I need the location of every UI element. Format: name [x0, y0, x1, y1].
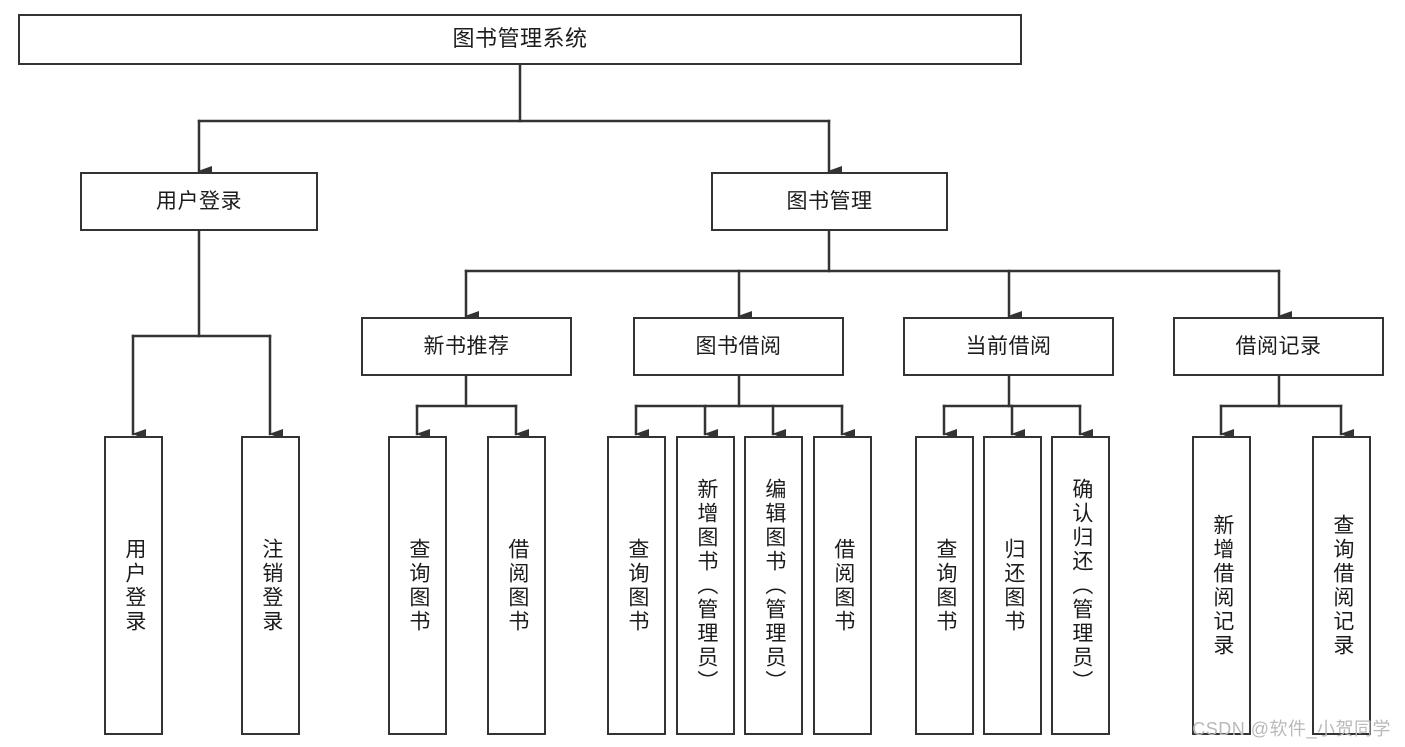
- leaf-records-query[interactable]: 查询借阅记录: [1312, 436, 1371, 735]
- leaf-book-borrow-edit[interactable]: 编辑图书（管理员）: [744, 436, 803, 735]
- node-label: 查询借阅记录: [1330, 513, 1354, 658]
- node-label: 确认归还（管理员）: [1069, 477, 1093, 694]
- node-label: 新书推荐: [423, 334, 510, 358]
- node-label: 图书借阅: [695, 334, 782, 358]
- node-label: 注销登录: [259, 537, 283, 634]
- node-label: 查询图书: [406, 537, 430, 634]
- csdn-watermark: CSDN @软件_小贺同学: [1192, 719, 1391, 739]
- node-label: 当前借阅: [965, 334, 1052, 358]
- node-user-login[interactable]: 用户登录: [80, 172, 318, 231]
- node-label: 查询图书: [933, 537, 957, 634]
- leaf-current-borrow-confirm-return[interactable]: 确认归还（管理员）: [1051, 436, 1110, 735]
- node-label: 用户登录: [156, 189, 242, 213]
- node-label: 新增借阅记录: [1210, 513, 1234, 658]
- node-label: 新增图书（管理员）: [694, 477, 718, 694]
- node-new-book-recommend[interactable]: 新书推荐: [361, 317, 572, 376]
- leaf-new-book-query[interactable]: 查询图书: [388, 436, 447, 735]
- leaf-user-login-login[interactable]: 用户登录: [104, 436, 163, 735]
- node-label: 查询图书: [625, 537, 649, 634]
- leaf-book-borrow-add[interactable]: 新增图书（管理员）: [676, 436, 735, 735]
- node-book-management[interactable]: 图书管理: [711, 172, 948, 231]
- leaf-current-borrow-return[interactable]: 归还图书: [983, 436, 1042, 735]
- node-label: 借阅图书: [831, 537, 855, 634]
- node-borrow-records[interactable]: 借阅记录: [1173, 317, 1384, 376]
- leaf-new-book-borrow[interactable]: 借阅图书: [487, 436, 546, 735]
- node-root-book-management-system[interactable]: 图书管理系统: [18, 14, 1022, 65]
- node-label: 编辑图书（管理员）: [762, 477, 786, 694]
- leaf-user-login-logout[interactable]: 注销登录: [241, 436, 300, 735]
- node-label: 借阅记录: [1235, 334, 1322, 358]
- leaf-records-add[interactable]: 新增借阅记录: [1192, 436, 1251, 735]
- node-label: 借阅图书: [505, 537, 529, 634]
- node-label: 归还图书: [1001, 537, 1025, 634]
- node-current-borrow[interactable]: 当前借阅: [903, 317, 1114, 376]
- leaf-book-borrow-borrow[interactable]: 借阅图书: [813, 436, 872, 735]
- leaf-current-borrow-query[interactable]: 查询图书: [915, 436, 974, 735]
- leaf-book-borrow-query[interactable]: 查询图书: [607, 436, 666, 735]
- node-book-borrow[interactable]: 图书借阅: [633, 317, 844, 376]
- node-label: 图书管理系统: [452, 26, 588, 52]
- node-label: 用户登录: [122, 537, 146, 634]
- node-label: 图书管理: [786, 189, 873, 213]
